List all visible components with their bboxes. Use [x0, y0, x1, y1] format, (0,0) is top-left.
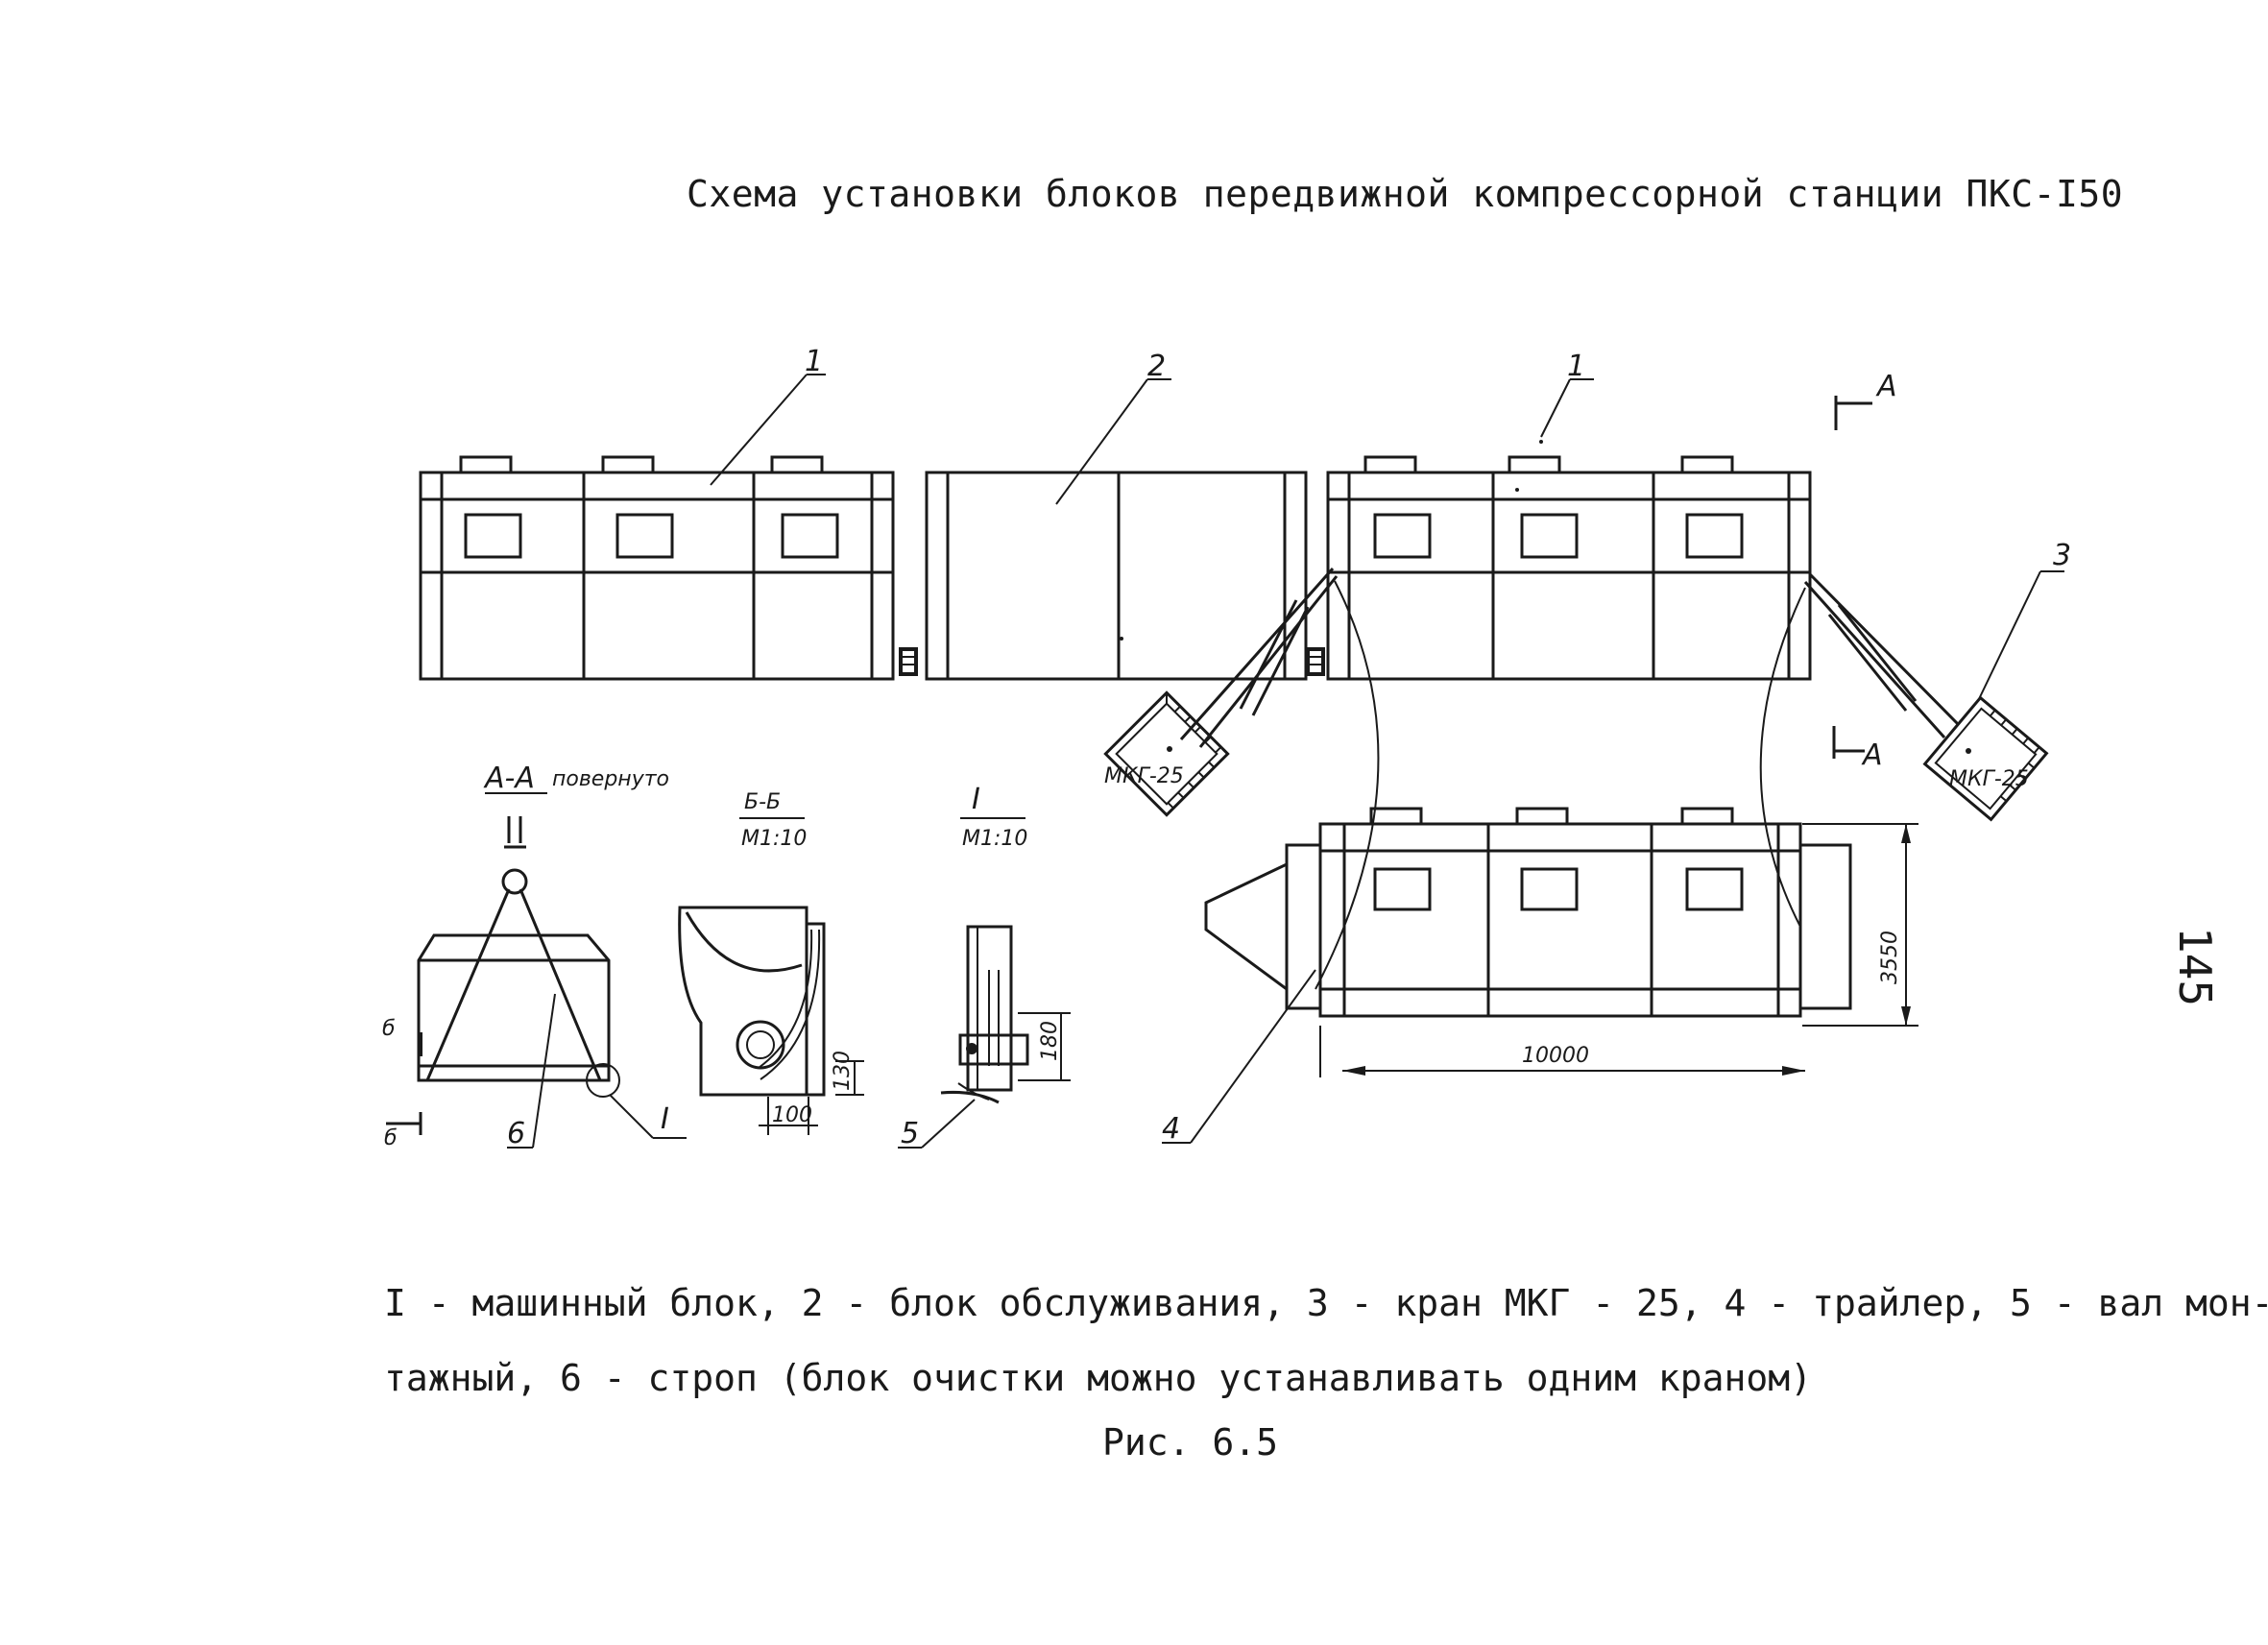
drawing-title: Схема установки блоков передвижной компр…: [687, 173, 2124, 215]
callout-5: 5: [901, 1117, 919, 1150]
view-aa-note: повернуто: [552, 767, 669, 791]
dimension-detail-height: 180: [1038, 1021, 1062, 1061]
view-aa: А-А повернуто б б 6: [382, 762, 687, 1150]
dimension-bb-width: 100: [772, 1103, 812, 1127]
dimension-10000: 10000: [1522, 1044, 1589, 1068]
section-b-bottom: б: [384, 1126, 398, 1150]
trailer: 4: [1162, 807, 1852, 1146]
coupling-right: [1306, 647, 1325, 676]
dimension-bb-height: 130: [831, 1051, 855, 1091]
crane-right: МКГ-25 3: [1803, 539, 2071, 822]
dimension-length: 10000: [1319, 1026, 1805, 1077]
service-block: 2: [925, 350, 1308, 681]
callout-3: 3: [2053, 539, 2071, 572]
view-bb: Б-Б М1:10 130 100: [678, 790, 864, 1135]
caption-line-1: I - машинный блок, 2 - блок обслуживания…: [384, 1282, 2268, 1324]
crane-left: МКГ-25: [1103, 568, 1339, 817]
view-detail: I М1:10 180 5: [898, 783, 1071, 1150]
coupling-left: [899, 647, 918, 676]
view-bb-name: Б-Б: [744, 790, 781, 814]
dimension-3550: 3550: [1878, 931, 1902, 984]
machine-block-left: 1: [419, 345, 895, 681]
view-bb-scale: М1:10: [741, 827, 807, 851]
section-a-top: A: [1875, 370, 1897, 403]
section-a-bottom: A: [1861, 738, 1883, 772]
figure-label: Рис. 6.5: [1102, 1421, 1279, 1464]
legend-caption: I - машинный блок, 2 - блок обслуживания…: [384, 1266, 2268, 1415]
view-aa-name: А-А: [483, 762, 535, 795]
crane-left-label: МКГ-25: [1104, 764, 1184, 788]
machine-block-right: 1: [1326, 350, 1812, 681]
callout-2: 2: [1147, 350, 1166, 383]
section-b-top: б: [382, 1017, 396, 1041]
view-detail-name: I: [972, 783, 980, 816]
callout-detail: I: [661, 1102, 669, 1136]
lift-arc-left: [1315, 580, 1380, 990]
crane-right-label: МКГ-25: [1949, 767, 2029, 791]
section-mark-a: A A: [1832, 370, 1897, 772]
callout-6: 6: [507, 1117, 525, 1150]
dimension-height: 3550: [1802, 823, 1918, 1027]
caption-line-2: тажный, 6 - строп (блок очистки можно ус…: [384, 1357, 1813, 1399]
callout-1-left: 1: [805, 345, 823, 378]
callout-1-right: 1: [1567, 350, 1585, 383]
callout-4: 4: [1162, 1112, 1180, 1146]
view-detail-scale: М1:10: [962, 827, 1027, 851]
lift-arc-right: [1759, 587, 1806, 928]
